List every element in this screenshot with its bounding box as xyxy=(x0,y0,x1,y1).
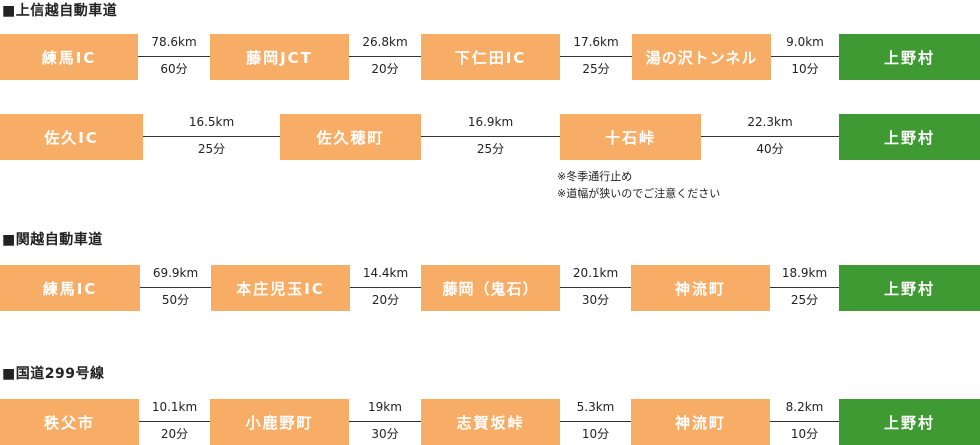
node-box: 十石峠 xyxy=(560,114,701,160)
segment-line xyxy=(560,56,632,57)
route-segment: 8.2km 10分 xyxy=(770,399,839,445)
segment-time: 10分 xyxy=(790,427,819,441)
segment-line xyxy=(349,56,421,57)
segment-distance: 9.0km xyxy=(786,35,824,49)
route-saku-ueno: 佐久IC 16.5km 25分 佐久穂町 16.9km 25分 十石峠 22.3… xyxy=(0,114,980,160)
route-nerima-ueno-via-fujioka: 練馬IC 78.6km 60分 藤岡JCT 26.8km 20分 下仁田IC 1… xyxy=(0,34,980,80)
segment-time: 20分 xyxy=(160,427,189,441)
route-segment: 14.4km 20分 xyxy=(350,265,421,311)
segment-time: 30分 xyxy=(581,293,610,307)
node-box: 藤岡（鬼石） xyxy=(421,265,560,311)
segment-time: 40分 xyxy=(756,142,784,156)
section-title-joshinetsu: ■上信越自動車道 xyxy=(2,3,118,19)
segment-distance: 78.6km xyxy=(151,35,197,49)
route-segment: 18.9km 25分 xyxy=(770,265,839,311)
segment-time: 25分 xyxy=(582,62,610,76)
node-box: 佐久IC xyxy=(0,114,143,160)
segment-time: 30分 xyxy=(371,427,399,441)
node-box: 神流町 xyxy=(631,265,770,311)
segment-line xyxy=(560,287,631,288)
route-segment: 22.3km 40分 xyxy=(701,114,839,160)
node-box: 下仁田IC xyxy=(421,34,560,80)
segment-line xyxy=(349,421,421,422)
node-box: 本庄児玉IC xyxy=(211,265,350,311)
destination-box: 上野村 xyxy=(839,399,980,445)
segment-distance: 18.9km xyxy=(781,266,828,280)
destination-box: 上野村 xyxy=(839,265,980,311)
segment-line xyxy=(770,421,839,422)
segment-time: 25分 xyxy=(476,142,505,156)
route-segment: 19km 30分 xyxy=(349,399,421,445)
route-segment: 26.8km 20分 xyxy=(349,34,421,80)
segment-distance: 19km xyxy=(368,400,402,414)
segment-distance: 5.3km xyxy=(576,400,615,414)
segment-line xyxy=(701,136,839,137)
route-segment: 78.6km 60分 xyxy=(138,34,210,80)
segment-distance: 69.9km xyxy=(152,266,199,280)
route-segment: 16.5km 25分 xyxy=(143,114,280,160)
route-nerima-ueno-via-honjo: 練馬IC 69.9km 50分 本庄児玉IC 14.4km 20分 藤岡（鬼石）… xyxy=(0,265,980,311)
segment-line xyxy=(350,287,421,288)
route-segment: 10.1km 20分 xyxy=(139,399,210,445)
segment-time: 10分 xyxy=(791,62,819,76)
segment-time: 60分 xyxy=(160,62,188,76)
segment-line xyxy=(770,287,839,288)
segment-distance: 14.4km xyxy=(362,266,409,280)
node-box: 湯の沢トンネル xyxy=(632,34,771,80)
segment-line xyxy=(421,136,560,137)
segment-time: 20分 xyxy=(371,293,400,307)
segment-distance: 17.6km xyxy=(573,35,619,49)
segment-line xyxy=(140,287,211,288)
node-box: 秩父市 xyxy=(0,399,139,445)
segment-line xyxy=(560,421,631,422)
destination-box: 上野村 xyxy=(839,114,980,160)
segment-distance: 10.1km xyxy=(151,400,198,414)
node-box: 藤岡JCT xyxy=(210,34,349,80)
segment-distance: 8.2km xyxy=(785,400,824,414)
node-box: 練馬IC xyxy=(0,265,140,311)
segment-distance: 16.9km xyxy=(467,115,514,129)
section-title-kanetsu: ■関越自動車道 xyxy=(2,232,103,248)
segment-line xyxy=(143,136,280,137)
segment-time: 20分 xyxy=(371,62,399,76)
segment-distance: 26.8km xyxy=(362,35,408,49)
route-segment: 20.1km 30分 xyxy=(560,265,631,311)
segment-time: 50分 xyxy=(161,293,190,307)
node-box: 練馬IC xyxy=(0,34,138,80)
segment-time: 25分 xyxy=(197,142,226,156)
route-segment: 16.9km 25分 xyxy=(421,114,560,160)
segment-line xyxy=(138,56,210,57)
route-segment: 69.9km 50分 xyxy=(140,265,211,311)
segment-distance: 20.1km xyxy=(572,266,619,280)
segment-line xyxy=(139,421,210,422)
segment-time: 10分 xyxy=(581,427,610,441)
node-box: 佐久穂町 xyxy=(280,114,421,160)
segment-distance: 22.3km xyxy=(747,115,793,129)
node-box: 神流町 xyxy=(631,399,770,445)
segment-distance: 16.5km xyxy=(188,115,235,129)
route-segment: 17.6km 25分 xyxy=(560,34,632,80)
route-segment: 9.0km 10分 xyxy=(771,34,839,80)
route-segment: 5.3km 10分 xyxy=(560,399,631,445)
destination-box: 上野村 xyxy=(839,34,980,80)
segment-line xyxy=(771,56,839,57)
node-box: 志賀坂峠 xyxy=(421,399,560,445)
segment-time: 25分 xyxy=(790,293,819,307)
route-note: ※冬季通行止め xyxy=(557,170,633,183)
route-chichibu-ueno: 秩父市 10.1km 20分 小鹿野町 19km 30分 志賀坂峠 5.3km … xyxy=(0,399,980,445)
route-note: ※道幅が狭いのでご注意ください xyxy=(557,187,721,200)
section-title-route299: ■国道299号線 xyxy=(2,366,105,382)
node-box: 小鹿野町 xyxy=(210,399,349,445)
